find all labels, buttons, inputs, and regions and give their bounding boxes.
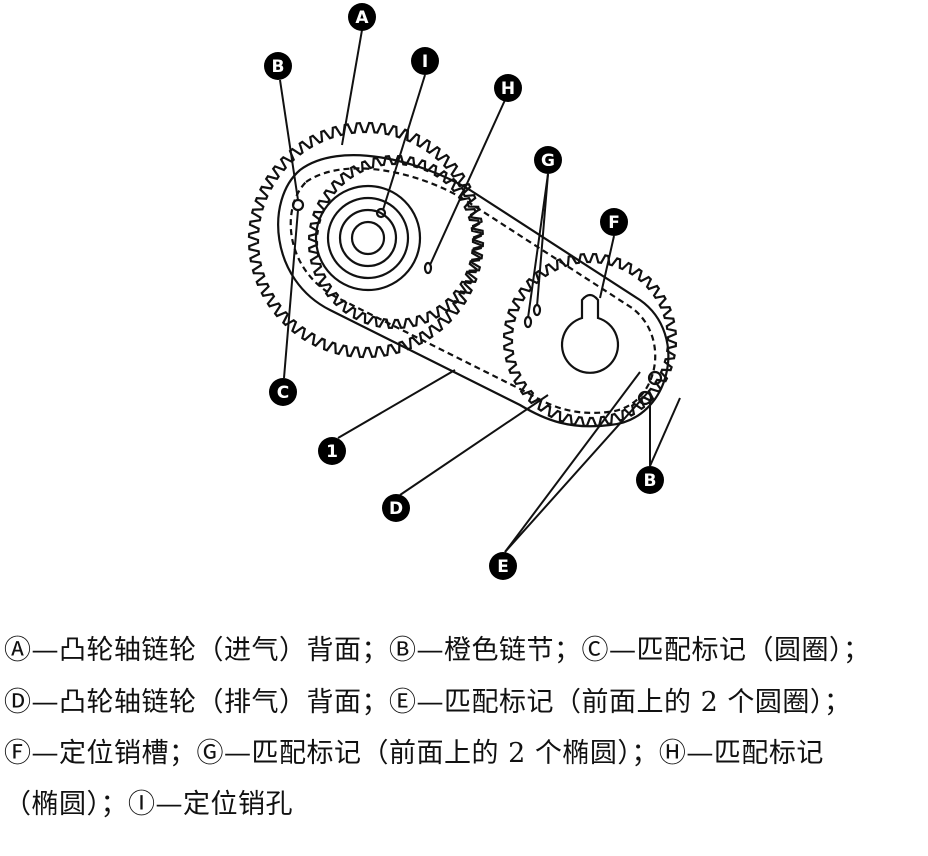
timing-chain-diagram: A I H B G F C 1 D B E (247, 3, 681, 580)
caption-line-4: （椭圆）；Ⓘ—定位销孔 (4, 789, 293, 820)
orange-link-mark-2 (647, 370, 663, 386)
callout-h: H (494, 74, 522, 102)
orange-link-mark-3 (637, 390, 653, 406)
callout-b2: B (636, 466, 664, 494)
orange-link-mark (291, 198, 305, 212)
svg-text:G: G (541, 151, 555, 171)
svg-text:F: F (608, 213, 620, 233)
svg-text:H: H (501, 79, 515, 99)
oval-mark-1 (523, 315, 533, 329)
callout-f: F (600, 208, 628, 236)
oval-mark-2 (532, 303, 542, 317)
caption-line-3: Ⓕ—定位销槽；Ⓖ—匹配标记（前面上的 2 个椭圆）；Ⓗ—匹配标记 (4, 738, 824, 769)
callout-1: 1 (318, 437, 346, 465)
svg-text:C: C (277, 383, 289, 403)
callout-e: E (489, 552, 517, 580)
callout-a: A (348, 3, 376, 31)
svg-text:B: B (644, 471, 657, 491)
svg-text:E: E (497, 557, 509, 577)
caption-line-1: Ⓐ—凸轮轴链轮（进气）背面；Ⓑ—橙色链节；Ⓒ—匹配标记（圆圈）； (4, 635, 871, 666)
callout-d: D (382, 494, 410, 522)
callout-b: B (264, 52, 292, 80)
caption-line-2: Ⓓ—凸轮轴链轮（排气）背面；Ⓔ—匹配标记（前面上的 2 个圆圈）； (4, 687, 852, 718)
oval-mark (423, 261, 433, 275)
intake-sprocket (247, 121, 485, 359)
hub-ring (326, 196, 410, 280)
svg-text:1: 1 (326, 442, 338, 462)
hub-outer (314, 184, 422, 292)
callout-i: I (411, 47, 439, 75)
svg-text:I: I (422, 52, 428, 72)
svg-text:A: A (355, 8, 369, 28)
callout-g: G (534, 146, 562, 174)
svg-text:B: B (272, 57, 285, 77)
hub-bore (350, 220, 386, 256)
exhaust-sprocket (502, 252, 678, 428)
leader-lines (279, 29, 681, 553)
dowel-slot-keyhole (560, 293, 620, 374)
callout-c: C (269, 378, 297, 406)
svg-text:D: D (389, 499, 403, 519)
dowel-hole-mark (375, 207, 387, 219)
hub-ring-inner (338, 208, 398, 268)
timing-chain-inner (289, 167, 657, 414)
